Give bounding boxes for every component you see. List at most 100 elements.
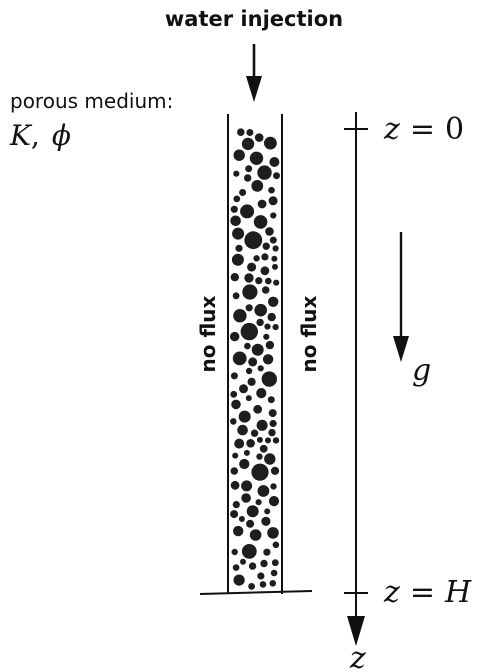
- grain: [249, 151, 264, 165]
- grain: [253, 215, 268, 229]
- top-marker-eq: =: [410, 112, 435, 147]
- grain: [241, 493, 251, 503]
- grain: [242, 284, 258, 300]
- grain: [241, 480, 253, 492]
- porosity-symbol: ϕ: [52, 119, 71, 152]
- grain: [248, 562, 257, 570]
- bottom-marker-label: z=H: [383, 575, 472, 610]
- grain: [263, 548, 271, 556]
- grain: [230, 467, 239, 475]
- grain: [245, 367, 253, 375]
- grain: [253, 404, 263, 414]
- permeability-symbol: K: [9, 119, 33, 152]
- top-marker-value: 0: [445, 112, 464, 147]
- grain: [253, 255, 260, 262]
- grain: [272, 541, 280, 549]
- grain: [251, 343, 264, 356]
- grain: [264, 136, 277, 150]
- grain: [251, 463, 269, 481]
- grain: [238, 516, 245, 522]
- grain: [245, 304, 253, 312]
- grain: [269, 236, 277, 244]
- grain: [239, 384, 248, 394]
- grain: [270, 569, 278, 577]
- grain: [272, 245, 279, 252]
- grain: [230, 418, 237, 425]
- grain: [238, 410, 251, 423]
- grain: [240, 322, 258, 341]
- grain: [261, 253, 269, 261]
- grain: [246, 519, 255, 528]
- grain: [247, 377, 256, 386]
- grain: [239, 458, 250, 470]
- grain: [273, 279, 280, 286]
- bottom-marker-var: z: [383, 575, 400, 610]
- grain: [268, 196, 278, 206]
- grain: [232, 501, 240, 509]
- grain: [272, 437, 280, 444]
- grain: [267, 312, 276, 322]
- grain: [267, 527, 279, 539]
- grain: [268, 409, 277, 418]
- grain: [257, 365, 264, 372]
- grain: [265, 277, 272, 285]
- grain: [241, 137, 255, 151]
- grain: [230, 390, 238, 398]
- grain: [260, 266, 270, 276]
- grain: [233, 149, 245, 161]
- grain: [250, 429, 259, 437]
- grain: [256, 318, 264, 327]
- grain: [265, 437, 271, 444]
- grain: [247, 262, 257, 272]
- grain: [233, 170, 240, 177]
- grain: [265, 227, 274, 236]
- grain: [248, 357, 258, 367]
- grain: [231, 548, 238, 556]
- grain: [254, 303, 267, 317]
- grain: [246, 129, 254, 136]
- grain: [237, 424, 248, 436]
- grain: [270, 483, 277, 490]
- grain: [256, 436, 263, 443]
- gravity-arrow: [393, 232, 409, 362]
- grain: [233, 525, 244, 537]
- grain: [232, 227, 245, 240]
- injection-arrow: [246, 44, 262, 102]
- grain: [230, 215, 241, 227]
- grain: [269, 419, 277, 428]
- grain: [262, 354, 274, 365]
- grain: [249, 529, 262, 541]
- top-marker-var: z: [383, 112, 400, 147]
- grain: [234, 438, 245, 449]
- grain: [269, 157, 280, 167]
- grain: [230, 372, 238, 380]
- grain: [230, 480, 240, 490]
- param-separator: ,: [31, 119, 40, 152]
- grain: [244, 174, 252, 182]
- grain: [232, 564, 240, 571]
- grain: [246, 439, 255, 448]
- grain: [239, 189, 247, 196]
- grain: [261, 286, 270, 294]
- grain: [231, 399, 241, 410]
- grain: [264, 453, 276, 465]
- column-bottom: [199, 590, 313, 595]
- grain: [230, 205, 238, 213]
- grain: [243, 449, 250, 456]
- grain: [230, 331, 240, 342]
- gravity-label: g: [412, 353, 431, 388]
- grain: [240, 558, 246, 565]
- grain: [269, 580, 277, 587]
- grain: [263, 333, 270, 340]
- grain: [261, 516, 271, 526]
- grain: [257, 199, 267, 209]
- grain: [230, 273, 239, 282]
- grain: [233, 574, 245, 586]
- grain: [268, 186, 275, 194]
- grain: [230, 510, 239, 519]
- bottom-marker-eq: =: [410, 575, 435, 610]
- grain: [268, 296, 279, 307]
- grain: [262, 242, 270, 250]
- grain: [233, 195, 241, 203]
